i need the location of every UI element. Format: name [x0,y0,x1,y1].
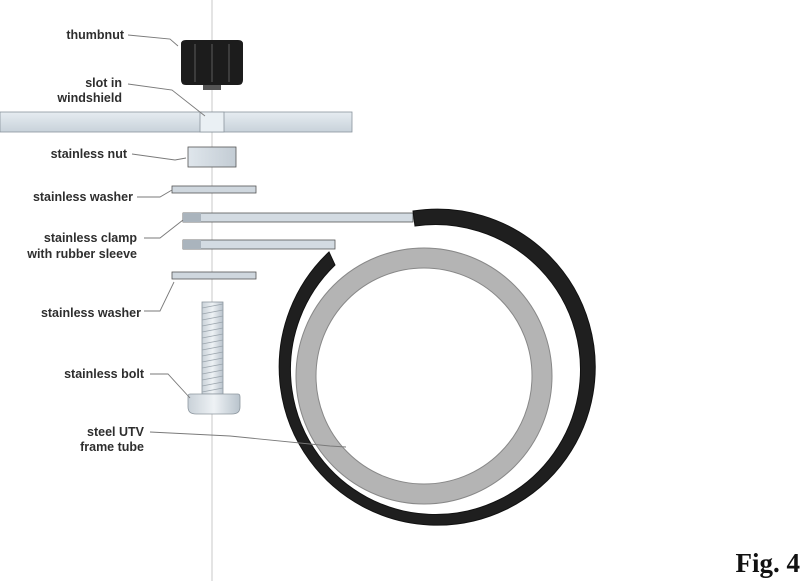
frame-tube-part [295,247,553,505]
label-clamp-line2: with rubber sleeve [26,247,137,261]
label-tube-line1: steel UTV [87,425,145,439]
label-washer-top: stainless washer [33,190,133,204]
label-clamp-line1: stainless clamp [44,231,137,245]
label-slot-line2: windshield [56,91,122,105]
stainless-bolt-part [187,301,241,415]
label-stainless-nut: stainless nut [51,147,128,161]
windshield-part [0,111,353,133]
label-washer-bottom: stainless washer [41,306,141,320]
figure-label: Fig. 4 [736,548,801,578]
rubber-sleeve-part [278,208,596,526]
label-slot-line1: slot in [85,76,122,90]
leader-lines [127,34,347,448]
label-bolt: stainless bolt [64,367,145,381]
clamp-upper-strip [182,212,414,223]
clamp-lower-strip [182,239,336,250]
label-tube-line2: frame tube [80,440,144,454]
thumbnut-part [181,40,243,90]
top-washer-part [171,185,257,194]
label-thumbnut: thumbnut [66,28,124,42]
bottom-washer-part [171,271,257,280]
stainless-nut-part [187,146,237,168]
